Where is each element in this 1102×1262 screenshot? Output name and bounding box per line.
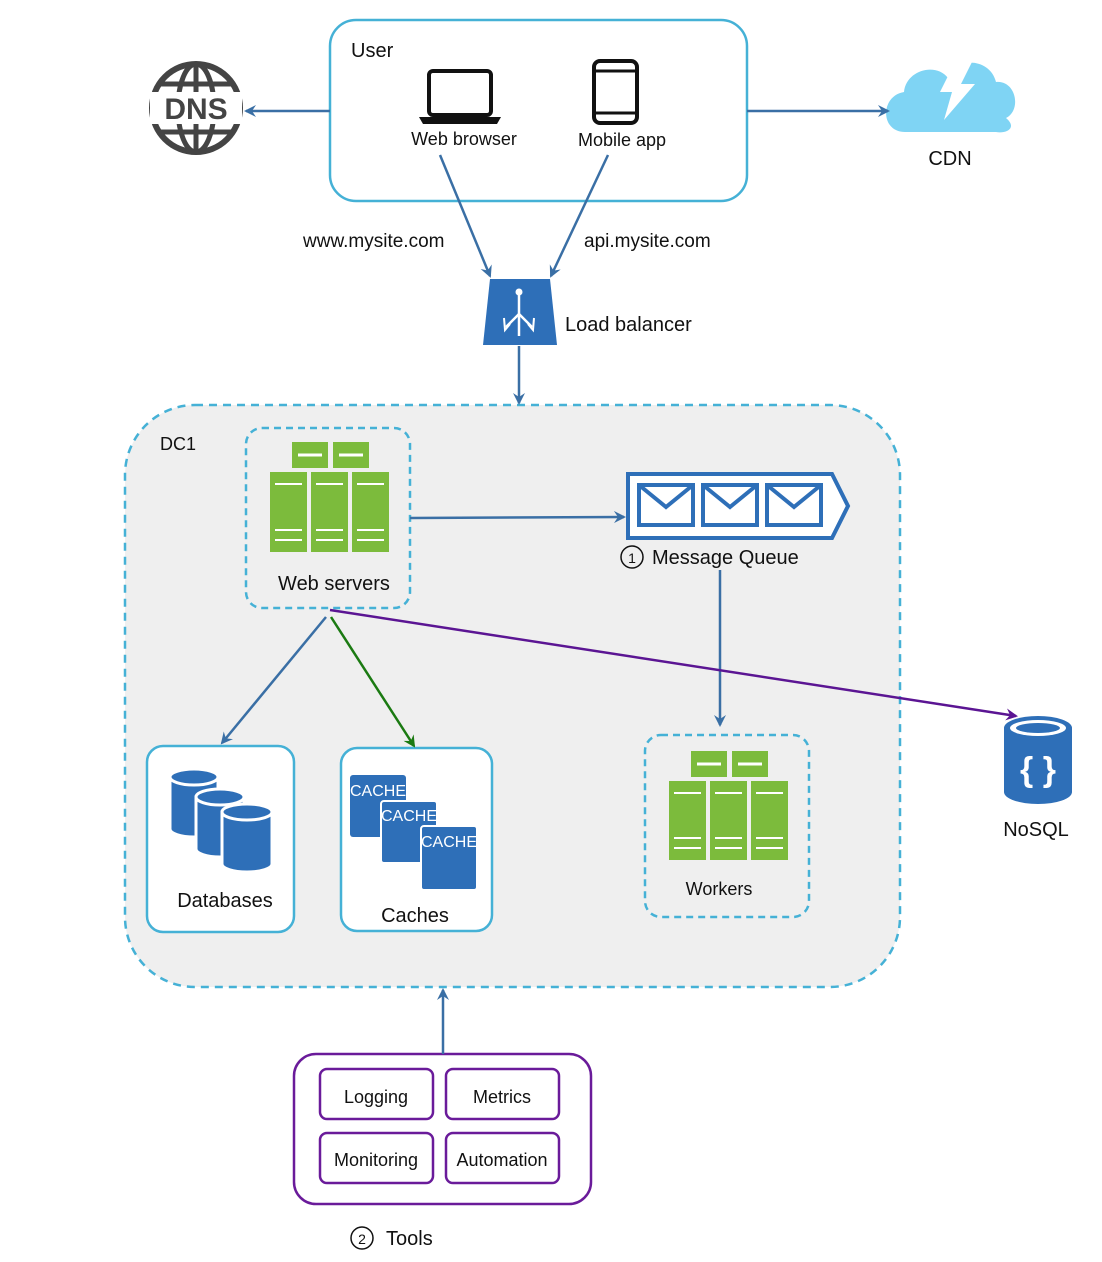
tool-monitoring-label: Monitoring bbox=[334, 1150, 418, 1170]
web-browser-label: Web browser bbox=[411, 129, 517, 149]
arrow-browser-to-lb bbox=[438, 154, 492, 278]
caches-label: Caches bbox=[381, 905, 449, 927]
message-queue-number-badge bbox=[620, 545, 644, 569]
nosql-braces: { } bbox=[1020, 751, 1056, 789]
web-servers-label: Web servers bbox=[278, 573, 390, 595]
dns-globe-icon: DNS bbox=[149, 61, 243, 155]
load-balancer-icon bbox=[483, 279, 557, 345]
workers-label: Workers bbox=[686, 879, 753, 899]
dns-label: DNS bbox=[164, 93, 227, 126]
cdn-cloud-icon bbox=[886, 62, 1016, 133]
tool-metrics-box bbox=[444, 1067, 561, 1121]
web-route-label: www.mysite.com bbox=[302, 231, 444, 252]
tool-metrics-label: Metrics bbox=[473, 1087, 531, 1107]
caches-icon: CACHE CACHE CACHE bbox=[350, 775, 478, 891]
arrow-mobile-to-lb bbox=[549, 154, 610, 278]
api-route-label: api.mysite.com bbox=[584, 231, 711, 252]
nosql-label: NoSQL bbox=[1003, 819, 1069, 841]
arrow-web-to-nosql bbox=[329, 608, 1018, 721]
cache-tag-3: CACHE bbox=[421, 834, 477, 851]
nosql-icon: { } bbox=[1004, 716, 1072, 804]
tool-monitoring-box bbox=[318, 1131, 435, 1185]
load-balancer-label: Load balancer bbox=[565, 314, 692, 336]
databases-label: Databases bbox=[177, 890, 273, 912]
tools-label: Tools bbox=[386, 1228, 433, 1250]
tool-logging-label: Logging bbox=[344, 1087, 408, 1107]
tool-automation-label: Automation bbox=[456, 1150, 547, 1170]
cache-tag-2: CACHE bbox=[381, 808, 437, 825]
message-queue-label: Message Queue bbox=[652, 547, 799, 569]
cdn-label: CDN bbox=[928, 148, 971, 170]
mobile-app-label: Mobile app bbox=[578, 130, 666, 150]
dc1-label: DC1 bbox=[160, 434, 196, 454]
web-servers-icon bbox=[270, 442, 389, 552]
laptop-icon bbox=[419, 69, 501, 124]
arrow-web-to-databases bbox=[220, 616, 327, 745]
tool-logging-box bbox=[318, 1067, 435, 1121]
tool-automation-box bbox=[444, 1131, 561, 1185]
cache-tag-1: CACHE bbox=[350, 783, 406, 800]
phone-icon bbox=[592, 59, 639, 125]
workers-icon bbox=[669, 751, 788, 860]
message-queue-number: 1 bbox=[628, 550, 636, 566]
workers-box bbox=[643, 733, 811, 919]
tools-number: 2 bbox=[358, 1231, 366, 1247]
message-queue-icon bbox=[626, 472, 851, 540]
user-label: User bbox=[351, 40, 394, 62]
databases-icon bbox=[168, 767, 274, 874]
arrow-web-to-caches bbox=[329, 616, 416, 748]
arrow-web-to-queue bbox=[409, 511, 626, 524]
tools-number-badge bbox=[350, 1226, 374, 1250]
